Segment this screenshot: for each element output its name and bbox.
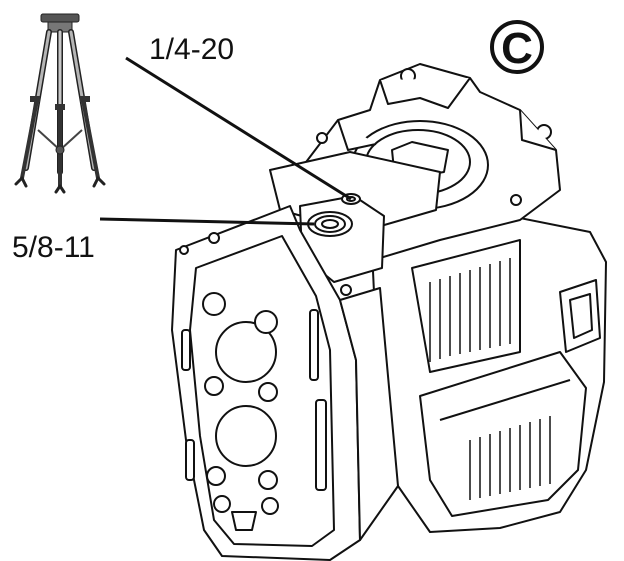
cooling-fins-lower [469,416,551,500]
cooling-fins-upper [429,258,511,362]
tripod-icon [14,13,106,194]
callout-leaders [99,56,352,226]
laser-level-device [171,63,607,561]
leader-line-1-4-20 [125,56,352,201]
panel-letter-badge: C [490,20,544,74]
callout-label-1-4-20: 1/4-20 [149,33,234,66]
panel-letter: C [501,24,533,73]
callout-label-5-8-11: 5/8-11 [12,231,95,264]
leader-line-5-8-11 [99,217,315,226]
